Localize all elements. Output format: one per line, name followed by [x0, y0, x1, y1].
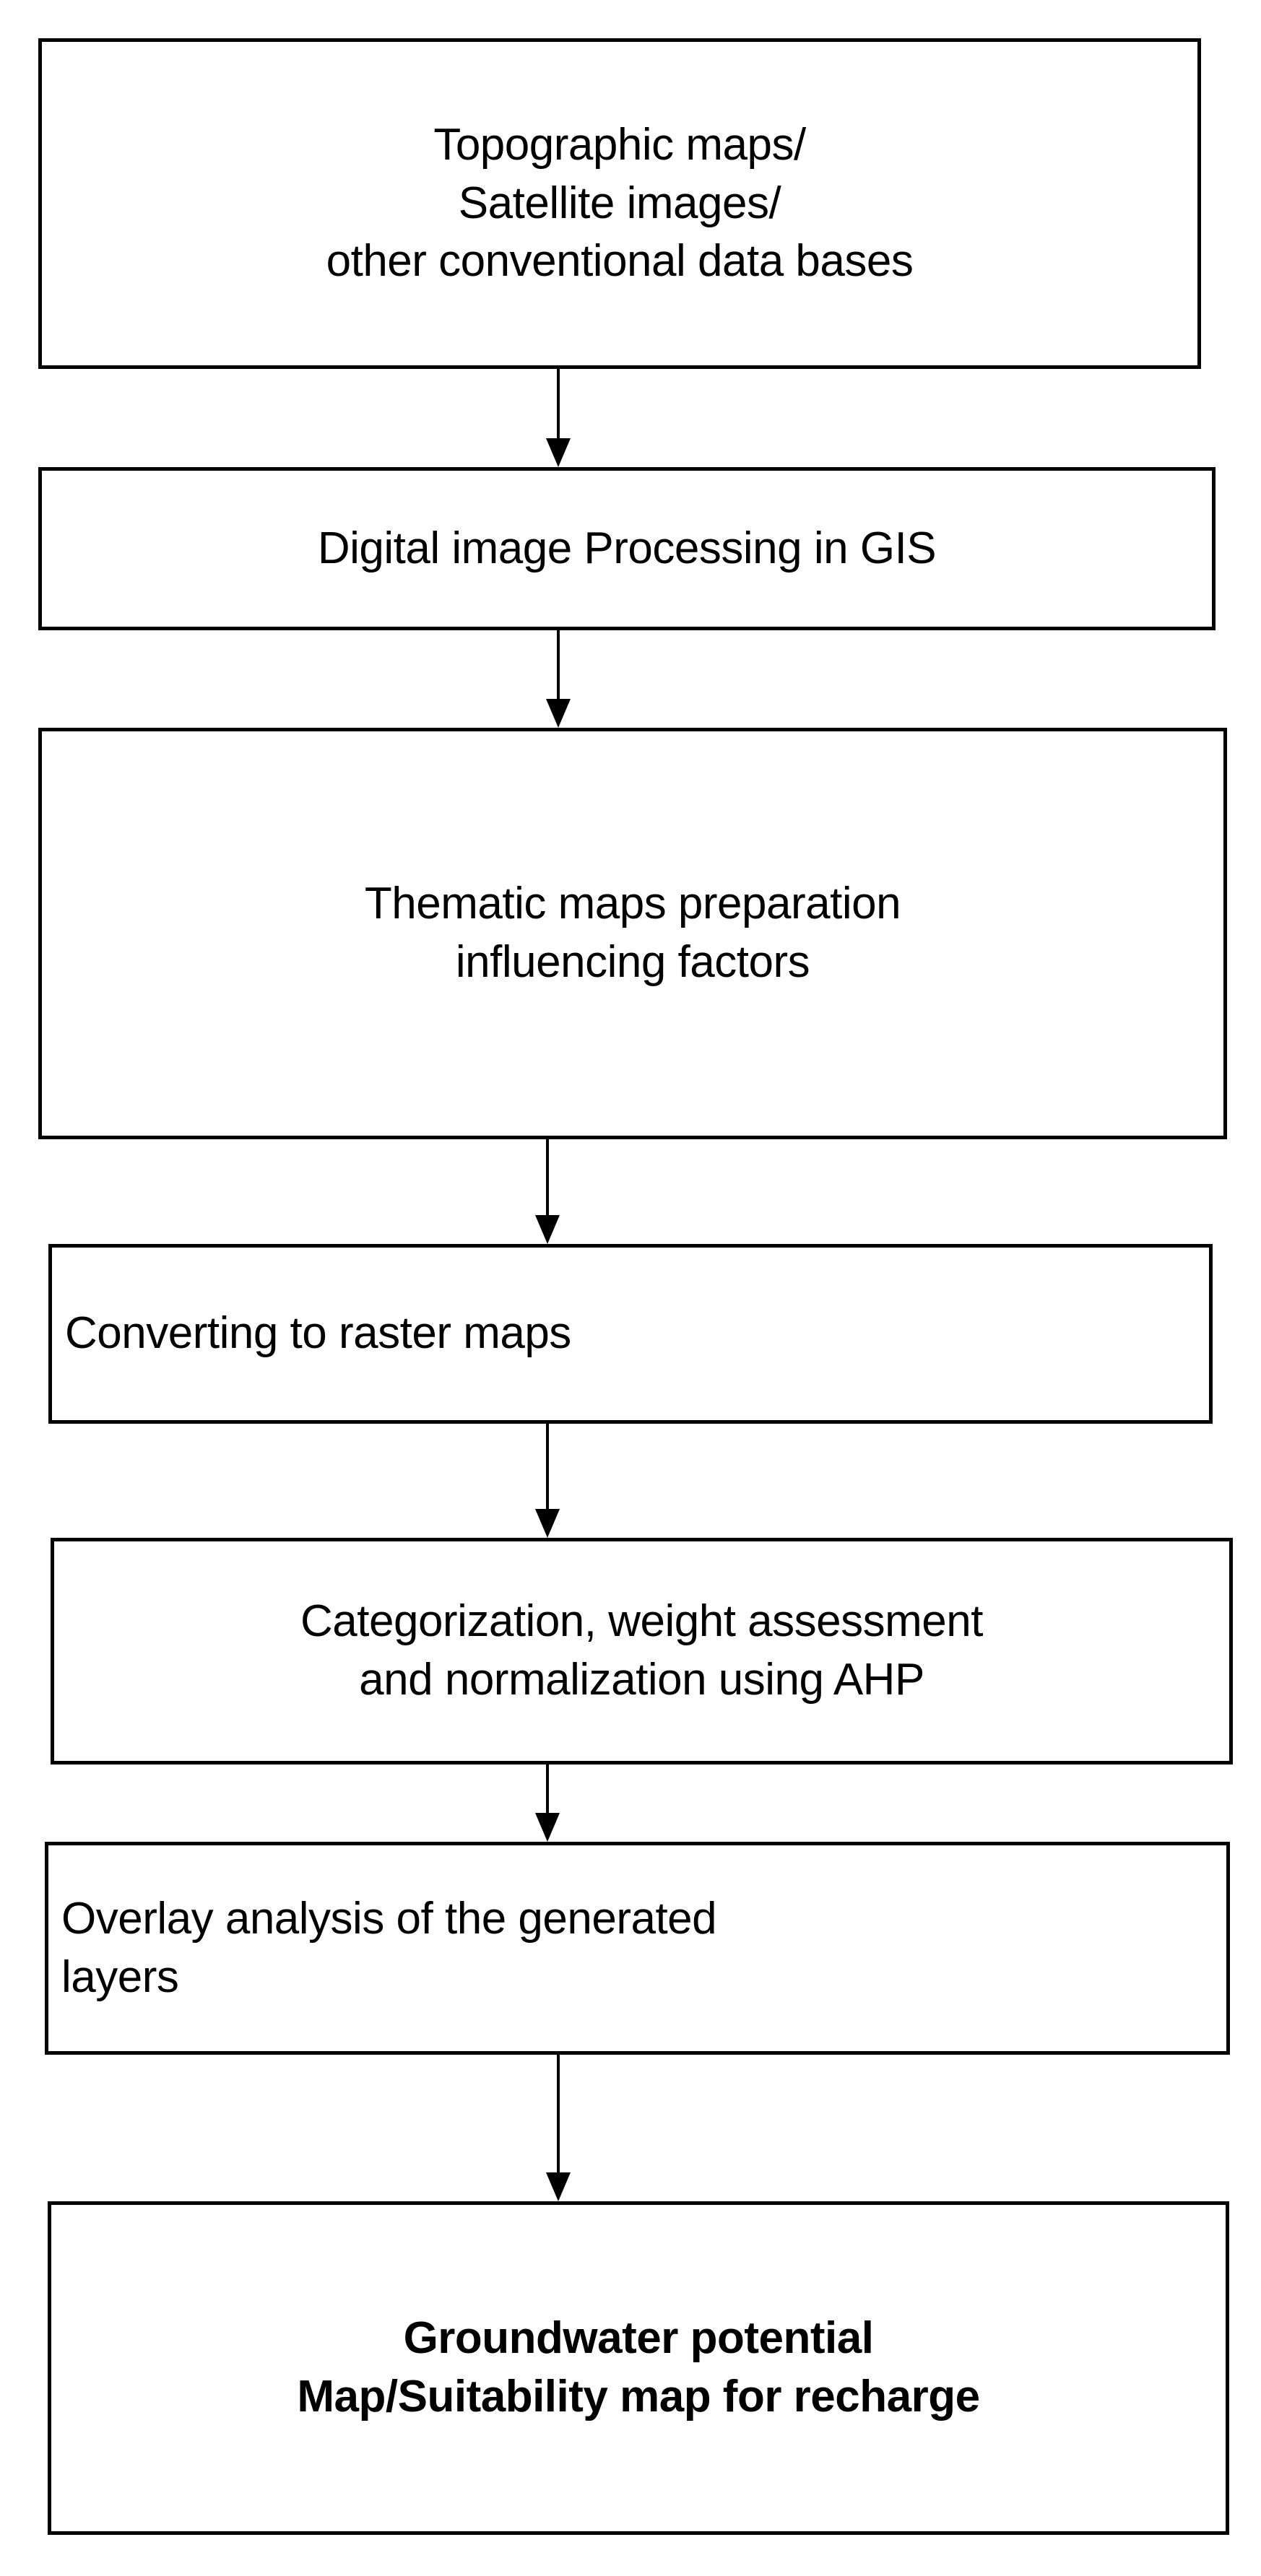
arrow-head — [535, 1813, 560, 1842]
arrow-stem — [546, 1139, 549, 1216]
down-arrow-icon — [546, 2055, 571, 2201]
flowchart-node-data-sources[interactable]: Topographic maps/ Satellite images/ othe… — [38, 38, 1201, 369]
flowchart-node-converting-raster[interactable]: Converting to raster maps — [48, 1244, 1213, 1424]
arrow-head — [535, 1509, 560, 1538]
down-arrow-icon — [535, 1765, 560, 1842]
node-label: Groundwater potential Map/Suitability ma… — [297, 2313, 980, 2421]
down-arrow-icon — [546, 369, 571, 467]
flowchart-node-digital-image-processing[interactable]: Digital image Processing in GIS — [38, 467, 1216, 630]
arrow-stem — [557, 2055, 560, 2173]
flowchart-node-categorization-ahp[interactable]: Categorization, weight assessment and no… — [51, 1538, 1233, 1765]
node-label: Topographic maps/ Satellite images/ othe… — [326, 120, 914, 287]
arrow-head — [546, 438, 571, 467]
arrow-stem — [557, 630, 560, 700]
arrow-head — [546, 699, 571, 728]
node-label: Overlay analysis of the generated layers — [61, 1893, 717, 2002]
node-label: Converting to raster maps — [65, 1308, 571, 1359]
arrow-stem — [557, 369, 560, 439]
down-arrow-icon — [535, 1424, 560, 1538]
down-arrow-icon — [546, 630, 571, 728]
flowchart-node-thematic-maps[interactable]: Thematic maps preparation influencing fa… — [38, 728, 1227, 1139]
node-label: Digital image Processing in GIS — [317, 523, 937, 573]
flowchart-node-overlay-analysis[interactable]: Overlay analysis of the generated layers — [45, 1842, 1230, 2055]
arrow-stem — [546, 1424, 549, 1510]
flowchart-node-groundwater-potential-map[interactable]: Groundwater potential Map/Suitability ma… — [48, 2201, 1229, 2535]
arrow-head — [546, 2172, 571, 2201]
arrow-stem — [546, 1765, 549, 1814]
node-label: Thematic maps preparation influencing fa… — [364, 879, 901, 987]
arrow-head — [535, 1215, 560, 1244]
down-arrow-icon — [535, 1139, 560, 1244]
node-label: Categorization, weight assessment and no… — [300, 1596, 983, 1705]
